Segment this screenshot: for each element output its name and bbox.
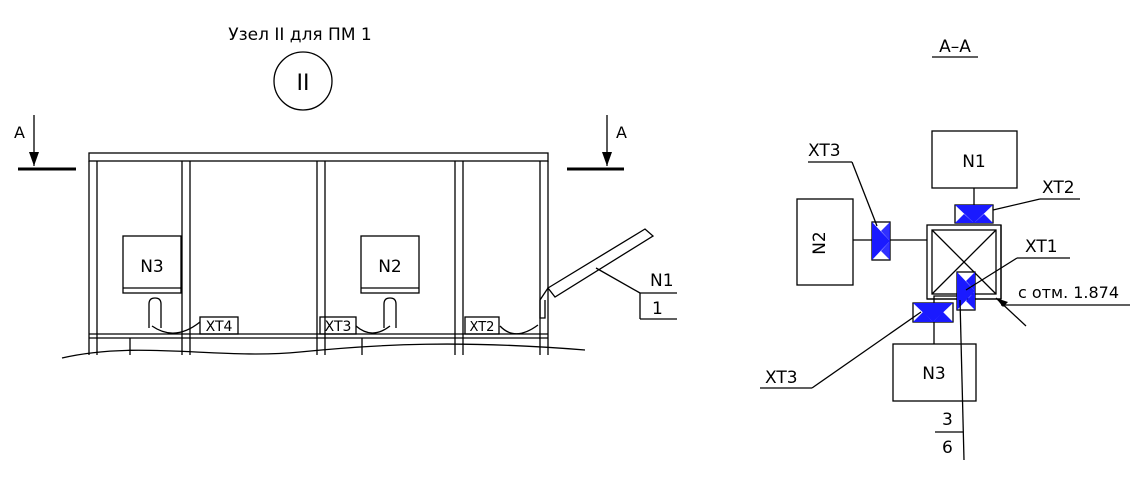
fraction-bottom: 6 <box>942 438 953 458</box>
leader-xt3-top: XT3 <box>808 141 878 227</box>
leader-xt3-bottom: XT3 <box>760 311 922 389</box>
connector-xt4: XT4 <box>199 316 239 335</box>
inclined-device-n1: N1 1 <box>539 228 677 320</box>
connector-xt4-label: XT4 <box>206 319 233 335</box>
box-n1-label: N1 <box>962 152 986 172</box>
right-view: A–A N1 N2 N3 <box>760 37 1130 461</box>
connector-xt2: XT2 <box>464 316 539 335</box>
leader-1-label: 1 <box>652 299 663 319</box>
leader-xt1: XT1 <box>965 237 1070 291</box>
device-box-n3: N3 <box>122 235 201 334</box>
label-xt2: XT2 <box>1042 178 1075 198</box>
connector-xt2 <box>954 204 994 224</box>
label-xt3-bottom: XT3 <box>765 368 798 388</box>
box-n2-label: N2 <box>810 231 830 255</box>
leader-xt2: XT2 <box>992 178 1080 211</box>
section-title: A–A <box>939 37 971 57</box>
box-n3-label: N3 <box>140 257 164 277</box>
connector-xt3-top <box>871 221 891 261</box>
connector-xt3-bottom <box>912 302 954 323</box>
box-n2-label: N2 <box>378 257 402 277</box>
label-xt1: XT1 <box>1025 237 1058 257</box>
section-mark-left: A <box>14 115 76 171</box>
wiring <box>853 188 975 344</box>
node-circle <box>273 51 333 111</box>
box-n2: N2 <box>796 198 854 286</box>
frame-structure <box>61 152 586 359</box>
section-mark-left-label: A <box>14 123 25 142</box>
leader-elevation: с отм. 1.874 <box>995 283 1130 327</box>
connector-xt3: XT3 <box>319 316 357 335</box>
label-elevation: с отм. 1.874 <box>1018 283 1119 302</box>
connector-xt2-label: XT2 <box>470 320 495 335</box>
connector-xt3-label: XT3 <box>325 319 352 335</box>
box-n3: N3 <box>892 343 977 402</box>
leader-n1-label: N1 <box>650 271 674 291</box>
section-mark-right-label: A <box>616 123 627 142</box>
device-box-n2: N2 <box>355 235 420 334</box>
box-n1: N1 <box>931 130 1018 189</box>
node-title: Узел II для ПМ 1 <box>228 25 371 45</box>
box-n3-label: N3 <box>922 364 946 384</box>
leader-fraction: 3 6 <box>935 299 965 461</box>
section-mark-right: A <box>567 115 627 171</box>
label-xt3-top: XT3 <box>808 141 841 161</box>
left-view: Узел II для ПМ 1 II A A <box>14 25 677 359</box>
fraction-top: 3 <box>942 410 953 430</box>
node-mark: II <box>297 71 310 96</box>
